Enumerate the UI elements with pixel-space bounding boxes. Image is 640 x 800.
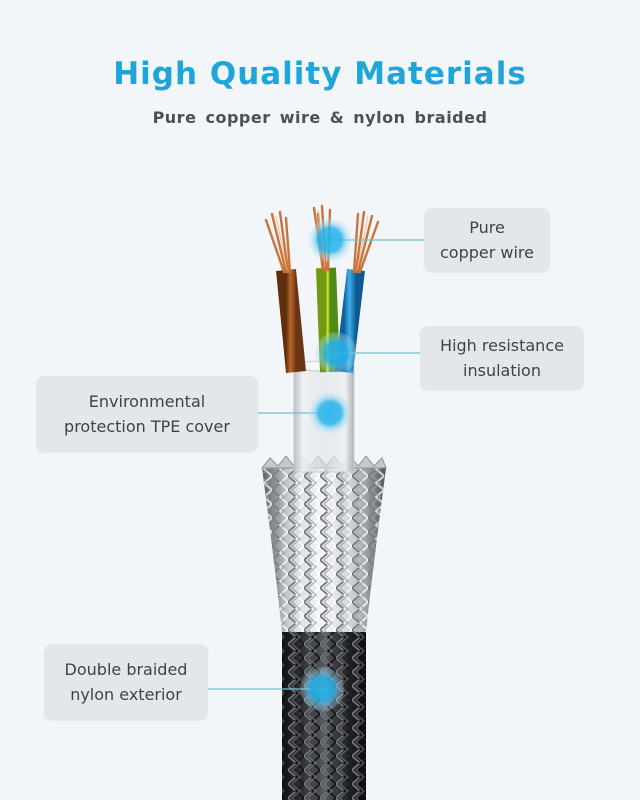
nylon-braid-jacket bbox=[282, 628, 366, 800]
callout-nylon-line1: Double braided bbox=[64, 660, 188, 679]
callout-tpe-line2: protection TPE cover bbox=[64, 417, 230, 436]
callout-insulation-line2: insulation bbox=[463, 361, 541, 380]
page-title: High Quality Materials bbox=[113, 56, 527, 92]
nylon-marker-dot bbox=[300, 667, 344, 711]
callout-copper-line1: Pure bbox=[469, 218, 505, 237]
callout-insulation-line1: High resistance bbox=[440, 336, 564, 355]
callout-copper-line2: copper wire bbox=[439, 243, 534, 262]
callout-insulation: High resistance insulation bbox=[420, 326, 584, 390]
page-subtitle: Pure copper wire & nylon braided bbox=[152, 108, 488, 127]
callout-tpe: Environmental protection TPE cover bbox=[36, 376, 258, 452]
callout-nylon: Double braided nylon exterior bbox=[44, 644, 208, 720]
copper-marker-dot bbox=[308, 218, 352, 262]
insulation-marker-dot bbox=[315, 332, 357, 374]
callout-tpe-line1: Environmental bbox=[88, 392, 206, 411]
callout-nylon-line2: nylon exterior bbox=[70, 685, 182, 704]
callout-copper: Pure copper wire bbox=[424, 208, 550, 272]
tpe-marker-dot bbox=[309, 392, 351, 434]
silver-braid-shield bbox=[260, 455, 387, 632]
